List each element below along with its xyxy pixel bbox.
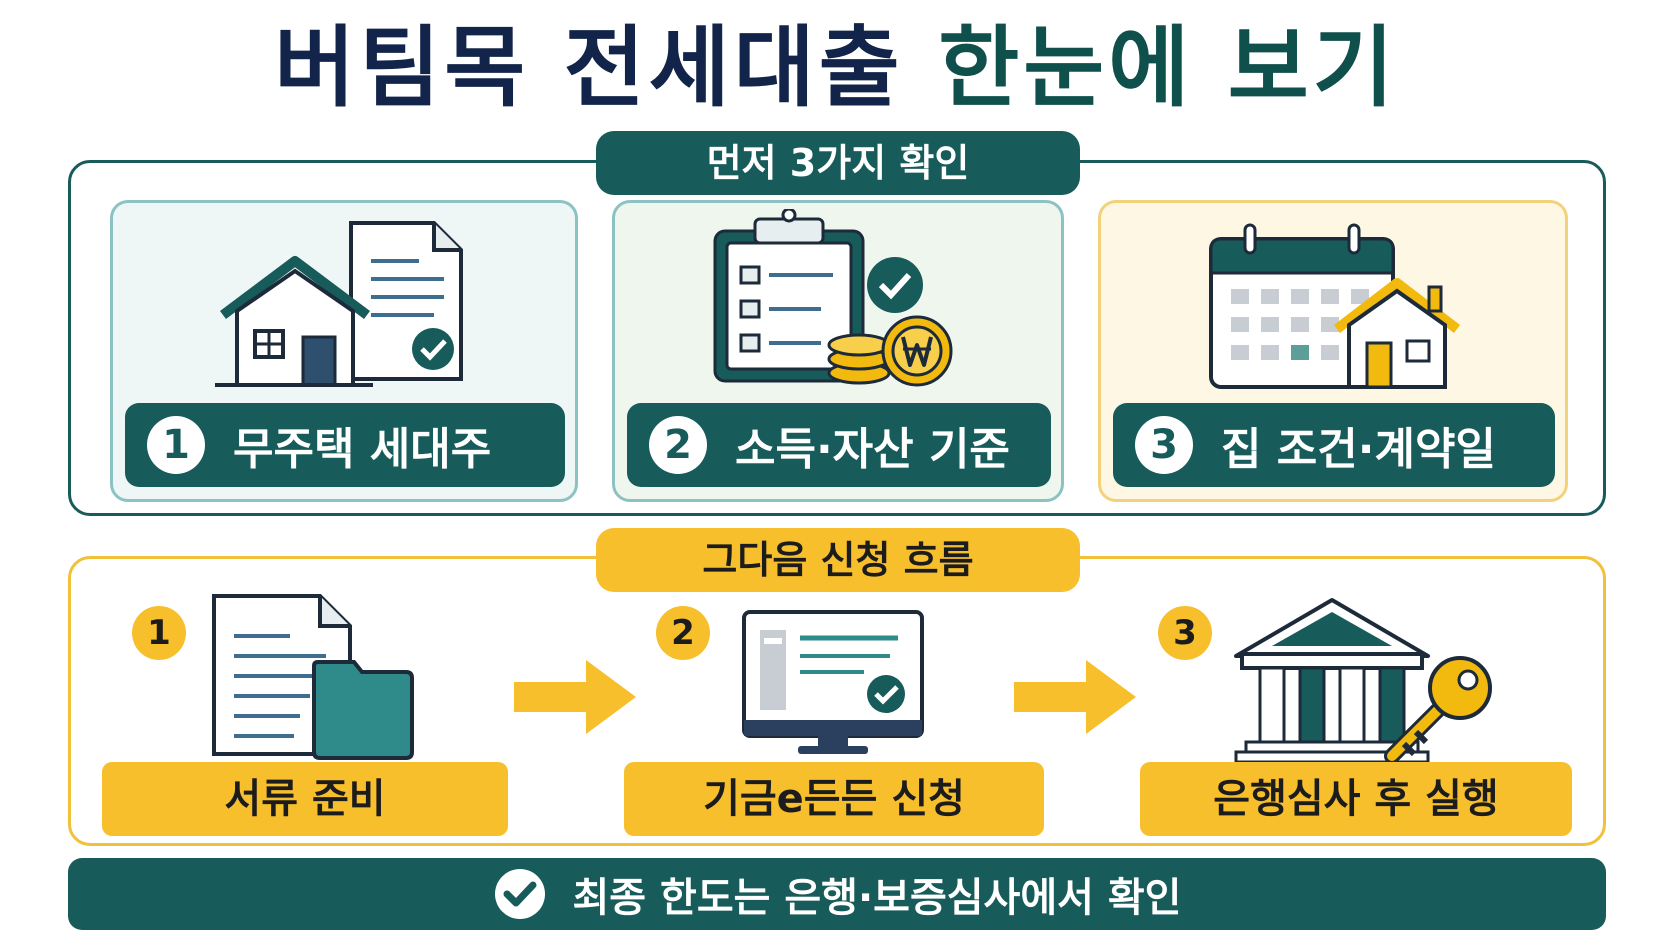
flow-section-heading: 그다음 신청 흐름 (596, 528, 1080, 592)
clipboard-coins-icon (713, 209, 953, 387)
flow-step-2-label: 기금e든든 신청 (624, 762, 1044, 836)
footer-text: 최종 한도는 은행·보증심사에서 확인 (572, 875, 1182, 921)
check-card-3: 3 집 조건·계약일 (1098, 200, 1568, 502)
arrow-right-icon (1014, 660, 1136, 734)
check-card-2-text: 소득·자산 기준 (735, 424, 1010, 475)
document-folder-icon (212, 594, 414, 760)
flow-step-1-number: 1 (132, 606, 186, 660)
house-document-check-icon (215, 221, 463, 387)
check-circle-icon (494, 869, 545, 919)
monitor-check-icon (742, 610, 924, 754)
flow-step-3-label: 은행심사 후 실행 (1140, 762, 1572, 836)
check-card-3-label: 3 집 조건·계약일 (1113, 403, 1555, 487)
title-part-1: 버팀목 전세대출 (274, 16, 904, 119)
flow-step-3-number: 3 (1158, 606, 1212, 660)
arrow-right-icon (514, 660, 636, 734)
calendar-house-icon (1209, 223, 1461, 389)
check-section-heading: 먼저 3가지 확인 (596, 131, 1080, 195)
check-card-1-number: 1 (147, 416, 205, 474)
check-card-3-number: 3 (1135, 416, 1193, 474)
footer-note: 최종 한도는 은행·보증심사에서 확인 (68, 858, 1606, 930)
check-card-1-text: 무주택 세대주 (233, 424, 492, 475)
check-card-2-label: 2 소득·자산 기준 (627, 403, 1051, 487)
flow-step-2-number: 2 (656, 606, 710, 660)
check-card-3-text: 집 조건·계약일 (1221, 424, 1496, 475)
page-title: 버팀목 전세대출 한눈에 보기 (0, 18, 1672, 118)
check-card-1: 1 무주택 세대주 (110, 200, 578, 502)
check-card-2: 2 소득·자산 기준 (612, 200, 1064, 502)
bank-key-icon (1234, 598, 1492, 764)
flow-step-1-label: 서류 준비 (102, 762, 508, 836)
check-card-2-number: 2 (649, 416, 707, 474)
check-card-1-label: 1 무주택 세대주 (125, 403, 565, 487)
title-part-2: 한눈에 보기 (938, 16, 1398, 119)
